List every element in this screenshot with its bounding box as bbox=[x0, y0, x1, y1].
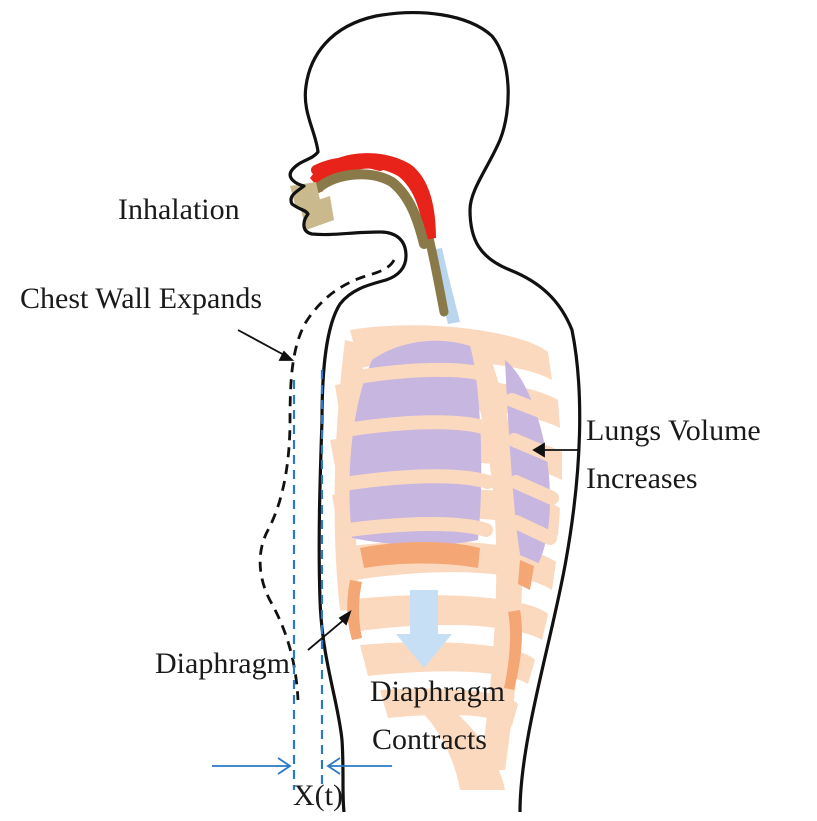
measurement-arrows bbox=[212, 758, 392, 774]
chest-wall-label: Chest Wall Expands bbox=[20, 282, 262, 317]
diaphragm-label: Diaphragm bbox=[155, 647, 290, 682]
diaphragm-contracts-label-line1: Diaphragm bbox=[370, 675, 505, 710]
lungs-volume-label-line1: Lungs Volume bbox=[586, 414, 761, 449]
inhalation-label: Inhalation bbox=[118, 193, 240, 228]
measurement-guides bbox=[294, 370, 322, 790]
displacement-label: X(t) bbox=[293, 779, 343, 814]
lungs-volume-label-line2: Increases bbox=[586, 462, 698, 497]
diaphragm-contracts-label-line2: Contracts bbox=[372, 723, 487, 758]
